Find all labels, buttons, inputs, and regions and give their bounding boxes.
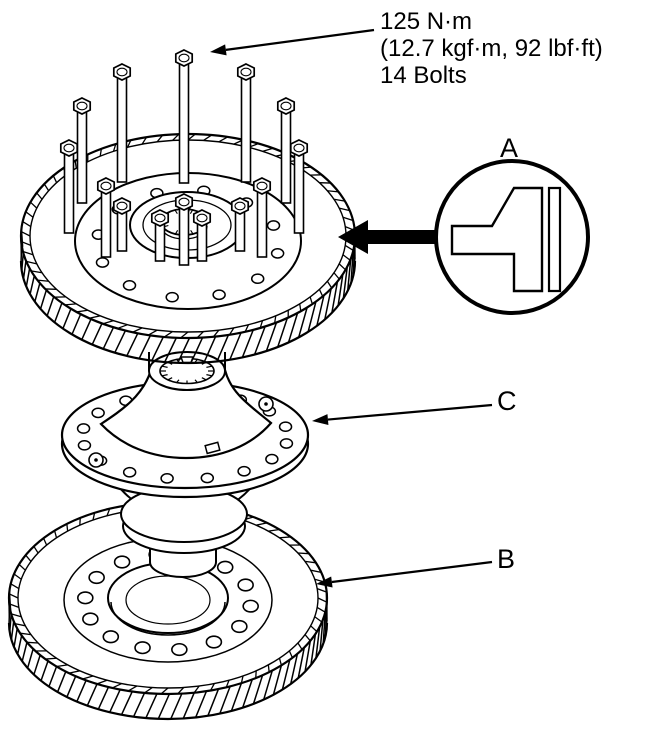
label-a: A [500, 133, 518, 163]
torque-spec-line-1: 125 N·m [380, 8, 472, 35]
detail-circle-a [338, 159, 590, 315]
label-c: C [497, 386, 517, 416]
callout-arrows [210, 28, 493, 588]
torque-spec-line-3: 14 Bolts [380, 62, 467, 89]
callout-text: 125 N·m (12.7 kgf·m, 92 lbf·ft) 14 Bolts… [380, 8, 603, 574]
torque-spec-line-2: (12.7 kgf·m, 92 lbf·ft) [380, 35, 603, 62]
bottom-ring-gear [7, 500, 329, 721]
label-b: B [497, 544, 515, 574]
gear-bolts [59, 49, 309, 266]
differential-case [60, 351, 310, 578]
